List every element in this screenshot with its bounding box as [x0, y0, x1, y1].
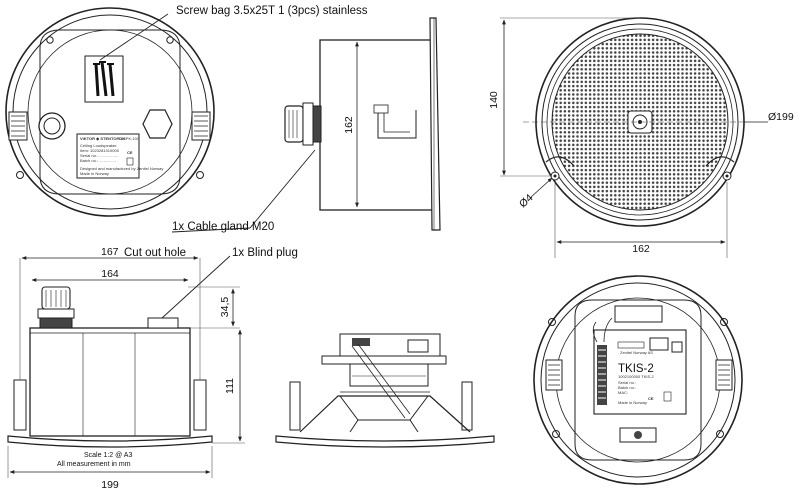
elevation-blind-plug — [147, 317, 179, 329]
note-scale: Scale 1:2 @ A3 — [84, 452, 132, 459]
dim-cutout: 167 — [101, 246, 119, 258]
callout-screw-bag: Screw bag 3.5x25T 1 (3pcs) stainless — [176, 5, 368, 17]
label-line6: Made in Norway — [80, 171, 109, 176]
dim-body-width: 164 — [101, 268, 119, 280]
ce-mark-icon: CE — [127, 150, 133, 155]
dim-front-width: 162 — [632, 243, 650, 255]
terminal-model: TKIS-2 — [618, 363, 654, 375]
rear-product-label: VIKTOR ◆ STENTOFON CLSPK-10C Ceiling Lou… — [76, 133, 163, 179]
callout-cut-out-hole: Cut out hole — [124, 247, 186, 259]
dim-front-height: 140 — [488, 91, 500, 109]
rear-view: VIKTOR ◆ STENTOFON CLSPK-10C Ceiling Lou… — [5, 5, 368, 217]
terminal-line4: MAC: — [618, 390, 628, 395]
label-model: CLSPK-10C — [118, 136, 140, 141]
terminal-line5: Made in Norway — [618, 400, 647, 405]
callout-blind-plug: 1x Blind plug — [232, 247, 298, 259]
rear-open-view: Zenitel Norway AS TKIS-2 1002100000 TKIS… — [533, 275, 743, 485]
terminal-ce-mark-icon: CE — [648, 396, 654, 401]
dim-total-height: 111 — [224, 378, 236, 394]
cable-gland — [284, 102, 322, 146]
terminal-line2: Serial no.: — [618, 380, 636, 385]
weee-bin-icon — [126, 157, 134, 166]
terminal-weee-bin-icon — [663, 391, 672, 402]
terminal-board: Zenitel Norway AS TKIS-2 1002100000 TKIS… — [593, 329, 687, 415]
terminal-maker: Zenitel Norway AS — [620, 350, 653, 355]
rear-blind-plug — [142, 109, 173, 139]
screw-bag — [84, 55, 124, 103]
label-line2: Item: 1023281010000 — [80, 148, 120, 153]
dim-side-depth: 162 — [343, 116, 355, 134]
rear-cable-hole — [38, 112, 66, 140]
screw-icon — [93, 61, 115, 97]
dim-front-outer-diameter: Ø199 — [768, 111, 794, 123]
rear-mount-clip-right — [191, 111, 211, 141]
section-view — [275, 333, 495, 448]
terminal-logo-icon — [671, 341, 683, 353]
dim-front-hole: Ø4 — [517, 192, 536, 210]
label-line3: Serial no.: ................. — [80, 153, 118, 158]
label-brand: VIKTOR ◆ STENTOFON — [80, 136, 125, 141]
label-line5: Designed and manufactured by Zenitel Nor… — [80, 166, 163, 171]
side-view: 162 1x Cable gland M20 — [171, 17, 441, 233]
dim-total-width: 199 — [101, 479, 119, 491]
elevation-cable-gland — [37, 286, 75, 329]
label-line1: Ceiling Loudspeaker — [80, 143, 117, 148]
rear-open-clip-right — [715, 359, 733, 391]
elevation-view: 167 Cut out hole 164 34,5 111 199 Scale … — [7, 246, 298, 491]
terminal-line3: Batch no.: — [618, 385, 636, 390]
note-units: All measurement in mm — [57, 461, 131, 468]
rear-open-clip-left — [545, 359, 563, 391]
dim-top-gap: 34,5 — [219, 297, 231, 318]
front-view: 140 Ø199 Ø4 162 — [488, 17, 794, 258]
terminal-line1: 1002100000 TKIS-2 — [618, 374, 655, 379]
side-mount-clip — [373, 104, 417, 139]
rear-mount-clip-left — [8, 111, 28, 141]
callout-cable-gland: 1x Cable gland M20 — [172, 221, 274, 233]
label-line4: Batch no.: ............... — [80, 158, 116, 163]
